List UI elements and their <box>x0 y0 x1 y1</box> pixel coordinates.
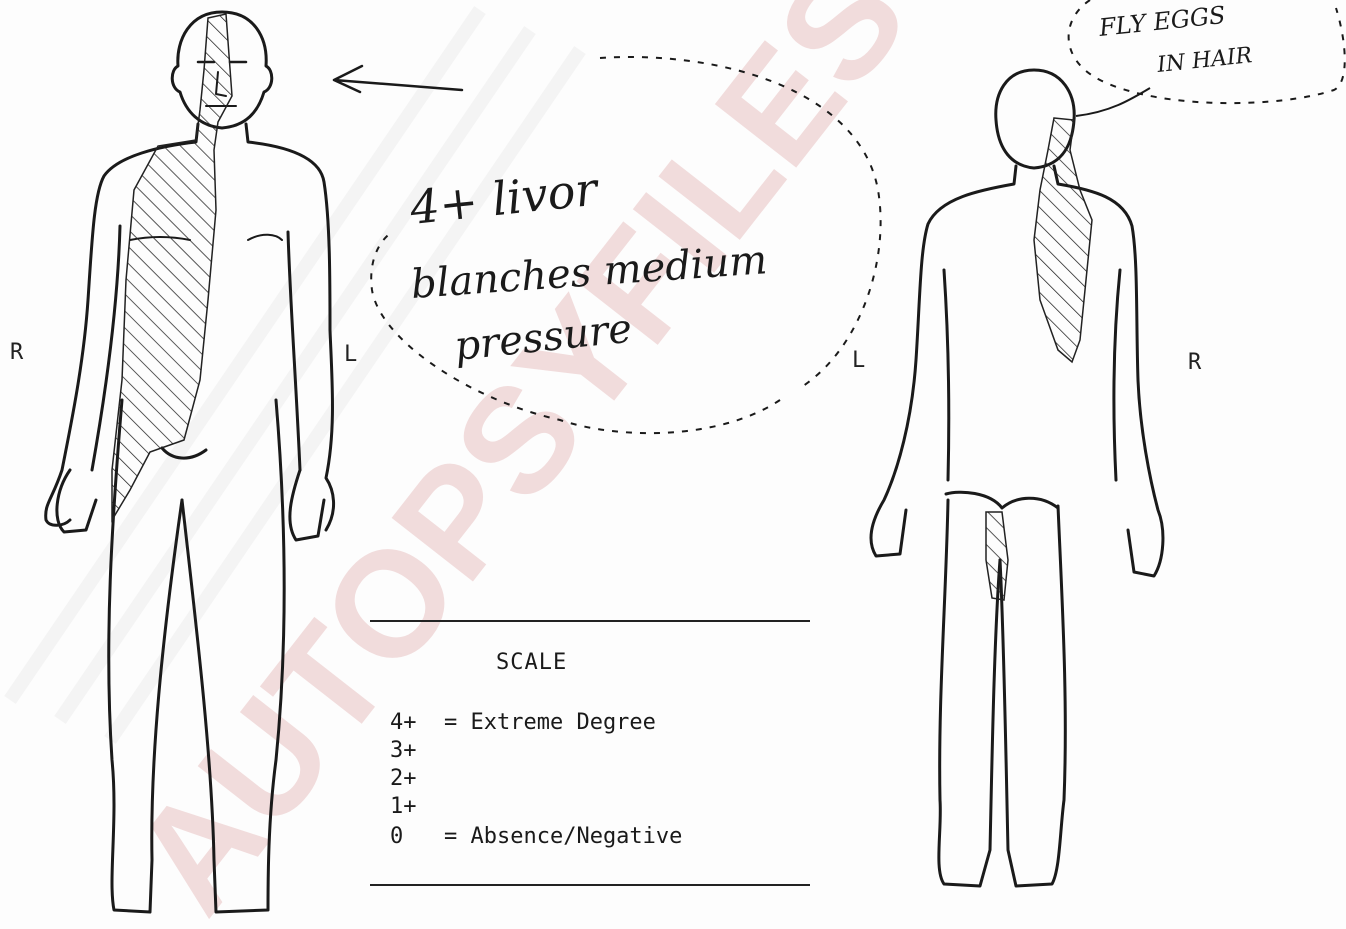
scale-row: 2+ <box>390 766 444 791</box>
scale-description: = Extreme Degree <box>444 710 656 735</box>
back-right-label: R <box>1188 350 1201 375</box>
livor-note: 4+ livor <box>407 161 603 235</box>
fly-eggs-note-line2: IN HAIR <box>1155 43 1253 78</box>
scale-row: 1+ <box>390 794 444 819</box>
scale-level: 1+ <box>390 794 444 819</box>
scale-level: 3+ <box>390 738 444 763</box>
scale-level: 0 <box>390 824 444 849</box>
back-left-label: L <box>852 348 865 373</box>
fly-eggs-note-line1: FLY EGGS <box>1097 1 1227 42</box>
scale-description: = Absence/Negative <box>444 824 682 849</box>
scale-legend: SCALE 4+= Extreme Degree 3+ 2+ 1+ 0= Abs… <box>370 620 810 886</box>
scale-level: 4+ <box>390 710 444 735</box>
livor-note-outline <box>371 57 880 433</box>
scale-row: 4+= Extreme Degree <box>390 710 656 735</box>
scale-row: 3+ <box>390 738 444 763</box>
scale-row: 0= Absence/Negative <box>390 824 682 849</box>
blanches-note-line1: blanches medium <box>409 237 768 308</box>
scale-level: 2+ <box>390 766 444 791</box>
scale-title: SCALE <box>496 650 567 675</box>
front-left-label: L <box>344 342 357 367</box>
front-right-label: R <box>10 340 23 365</box>
blanches-note-line2: pressure <box>452 306 634 370</box>
